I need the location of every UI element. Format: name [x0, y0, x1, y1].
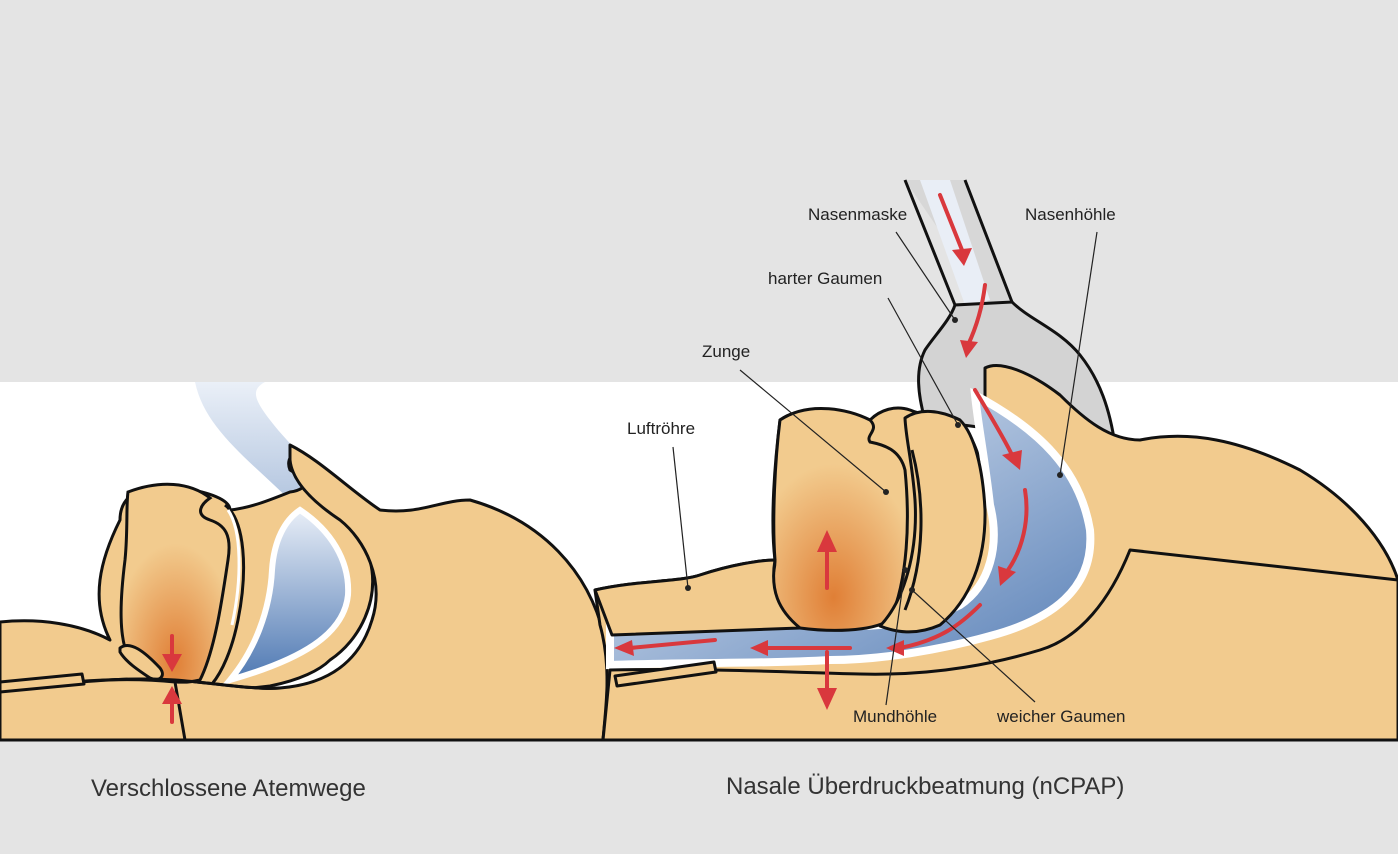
label-nasenhoehle: Nasenhöhle	[1025, 205, 1116, 224]
label-weicher-gaumen: weicher Gaumen	[996, 707, 1126, 726]
caption-right: Nasale Überdruckbeatmung (nCPAP)	[726, 773, 1124, 800]
label-harter-gaumen: harter Gaumen	[768, 269, 882, 288]
label-zunge: Zunge	[702, 342, 750, 361]
background-top	[0, 0, 1398, 382]
label-nasenmaske: Nasenmaske	[808, 205, 907, 224]
caption-left: Verschlossene Atemwege	[91, 775, 366, 802]
label-luftroehre: Luftröhre	[627, 419, 695, 438]
label-mundhoehle: Mundhöhle	[853, 707, 937, 726]
